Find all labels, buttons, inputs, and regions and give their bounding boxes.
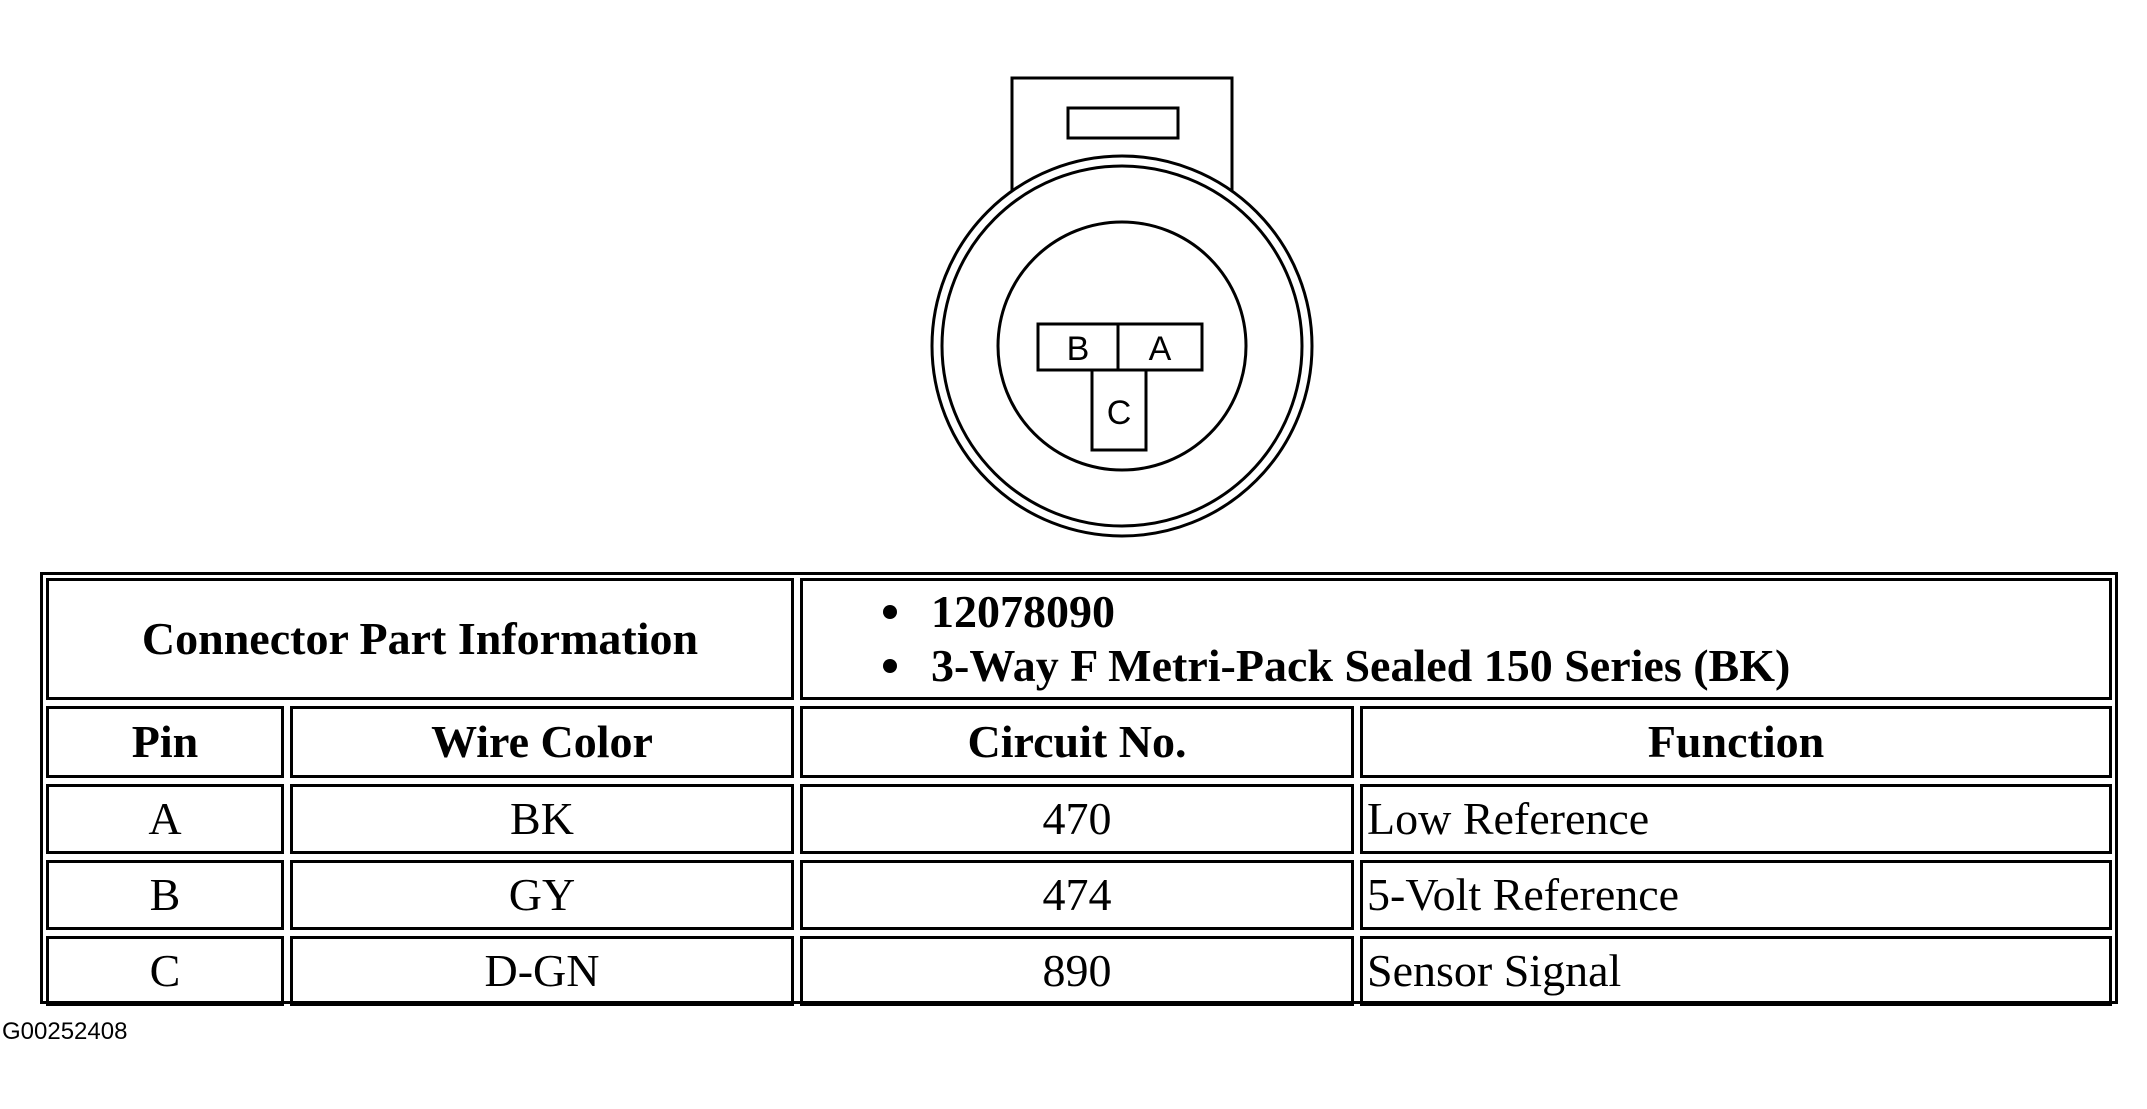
figure-id: G00252408 [2,1018,128,1045]
row-b-circuit: 474 [800,860,1354,930]
pin-a-cavity [1116,322,1204,372]
connector-part-info-values: 12078090 3-Way F Metri-Pack Sealed 150 S… [800,578,2112,700]
row-c-function: Sensor Signal [1360,936,2112,1006]
header-pin: Pin [46,706,284,778]
row-a-pin: A [46,784,284,854]
row-c-circuit: 890 [800,936,1354,1006]
row-b-function: 5-Volt Reference [1360,860,2112,930]
header-circuit-no: Circuit No. [800,706,1354,778]
pin-a-label: A [1149,330,1172,368]
part-description: 3-Way F Metri-Pack Sealed 150 Series (BK… [931,640,1791,691]
part-number-line: 12078090 [883,585,1115,639]
pin-b-label: B [1067,330,1090,368]
row-a-circuit: 470 [800,784,1354,854]
header-wire-color: Wire Color [290,706,794,778]
connector-face-diagram: B A C [930,76,1314,538]
bullet-icon [883,605,897,619]
pin-b-cavity [1036,322,1120,372]
row-b-wire-color: GY [290,860,794,930]
pin-c-label: C [1107,394,1132,432]
pin-c-cavity [1090,368,1148,452]
row-a-function: Low Reference [1360,784,2112,854]
bullet-icon [883,659,897,673]
connector-pinout-table: Connector Part Information 12078090 3-Wa… [40,572,2118,1006]
row-c-wire-color: D-GN [290,936,794,1006]
row-b-pin: B [46,860,284,930]
connector-part-info-label: Connector Part Information [46,578,794,700]
connector-lock-slot [1066,106,1180,140]
row-a-wire-color: BK [290,784,794,854]
part-number: 12078090 [931,586,1115,637]
row-c-pin: C [46,936,284,1006]
header-function: Function [1360,706,2112,778]
part-description-line: 3-Way F Metri-Pack Sealed 150 Series (BK… [883,639,1790,693]
